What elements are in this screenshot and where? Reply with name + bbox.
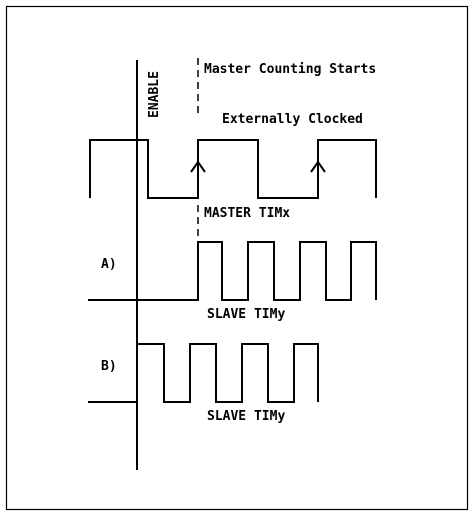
master-waveform (89, 139, 377, 199)
case-a-label: A) (101, 257, 117, 272)
rising-edge-arrow-1 (190, 160, 206, 173)
rising-edge-arrow-2 (310, 160, 326, 173)
slave-b-label: SLAVE TIMy (207, 409, 285, 424)
slave-b-waveform (88, 343, 319, 403)
diagram-frame (5, 5, 469, 511)
slave-a-waveform (88, 241, 377, 301)
slave-a-label: SLAVE TIMy (207, 307, 285, 322)
enable-label: ENABLE (147, 71, 162, 118)
external-clock-label: Externally Clocked (222, 112, 363, 127)
case-b-label: B) (101, 359, 117, 374)
master-start-label: Master Counting Starts (204, 62, 376, 77)
master-label: MASTER TIMx (204, 206, 290, 221)
